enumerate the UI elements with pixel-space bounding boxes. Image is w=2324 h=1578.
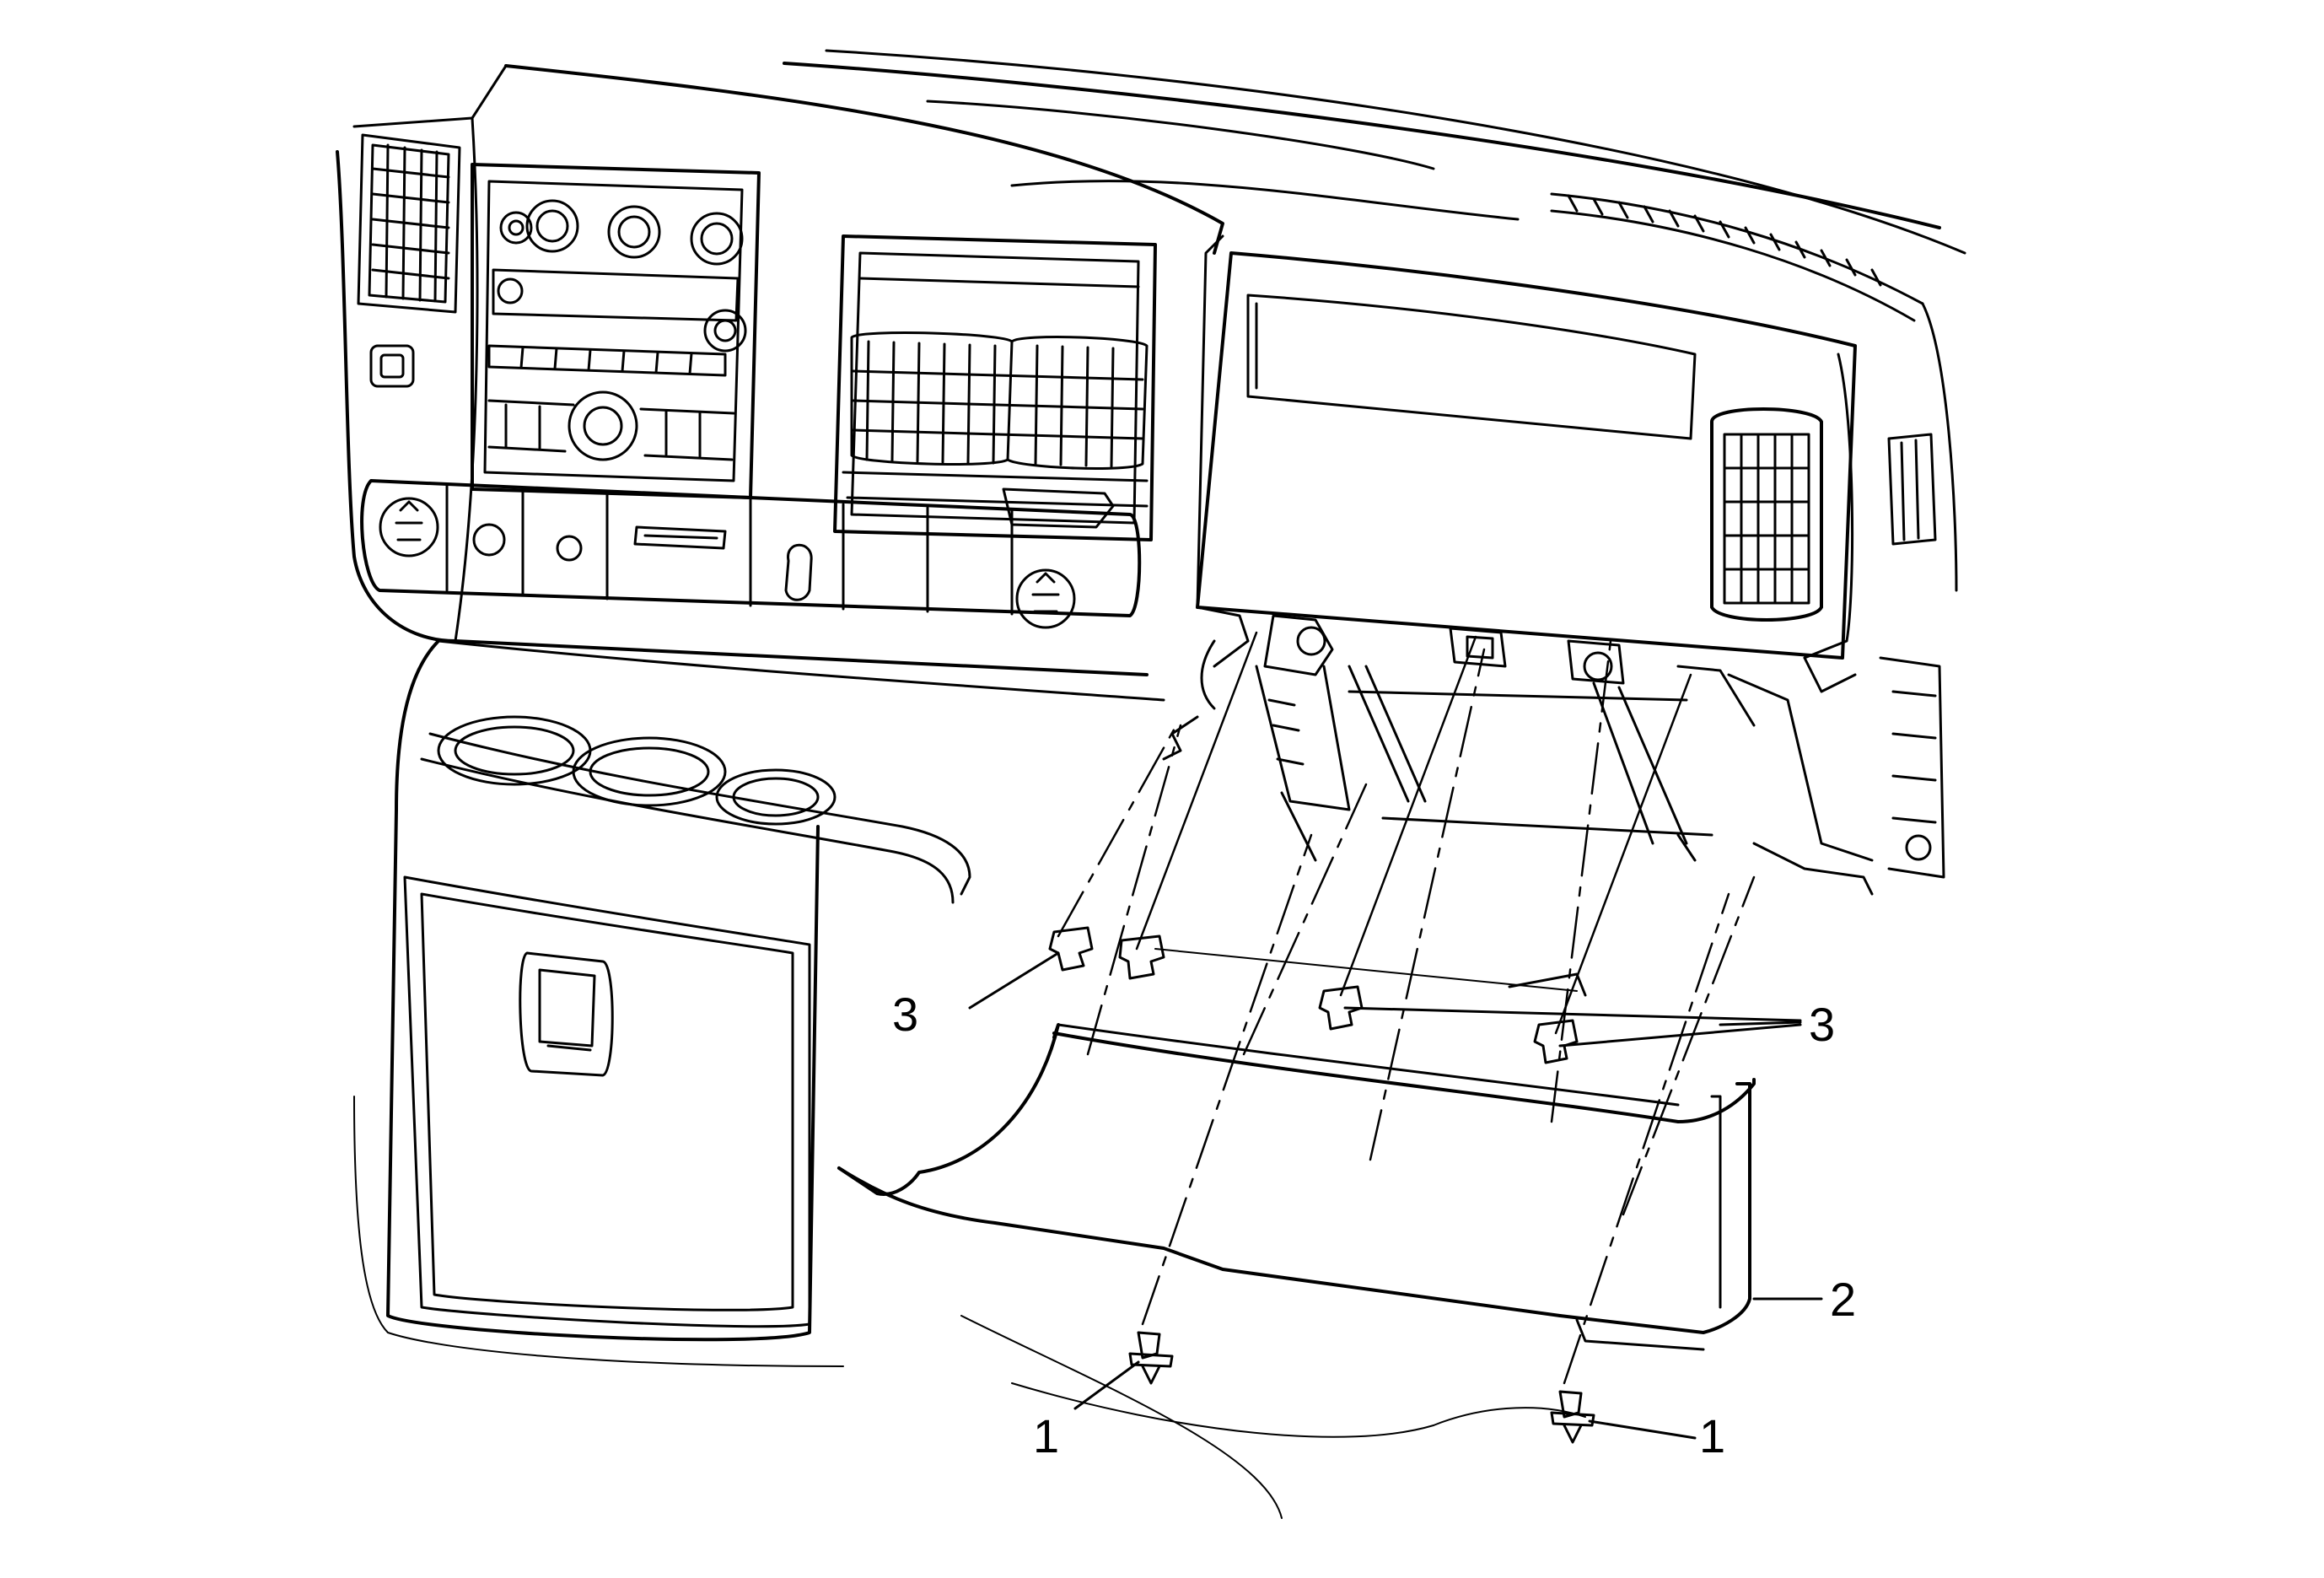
instrument-panel	[336, 49, 1966, 702]
switch-panel	[360, 479, 1142, 629]
fastener-left	[1128, 1331, 1174, 1385]
fastener-right	[1550, 1390, 1595, 1444]
square-button	[369, 344, 415, 388]
mounting-brackets	[1162, 606, 1945, 896]
retainer-clips	[1048, 926, 1587, 1064]
knee-bolster-panel	[837, 1023, 1756, 1351]
callout-fastener-left: 1	[1033, 1409, 1059, 1462]
right-air-vent	[1710, 407, 1823, 622]
callout-clips-left: 3	[892, 988, 918, 1041]
clip-1	[1048, 926, 1094, 972]
radio-unit	[471, 163, 761, 499]
alignment-lines	[1057, 639, 1756, 1385]
clip-3	[1318, 985, 1364, 1031]
callout-leaders	[968, 951, 1823, 1440]
clip-2	[1118, 934, 1165, 980]
center-vent-housing	[833, 234, 1157, 541]
callout-fastener-right: 1	[1699, 1409, 1725, 1462]
callout-clips-right: 3	[1809, 998, 1835, 1051]
clip-4	[1533, 1019, 1579, 1064]
center-console	[386, 639, 971, 1342]
callout-knee-bolster: 2	[1830, 1273, 1856, 1326]
glove-box	[1196, 234, 1857, 660]
left-air-vent	[357, 133, 461, 314]
defroster-vent	[1550, 192, 1924, 322]
